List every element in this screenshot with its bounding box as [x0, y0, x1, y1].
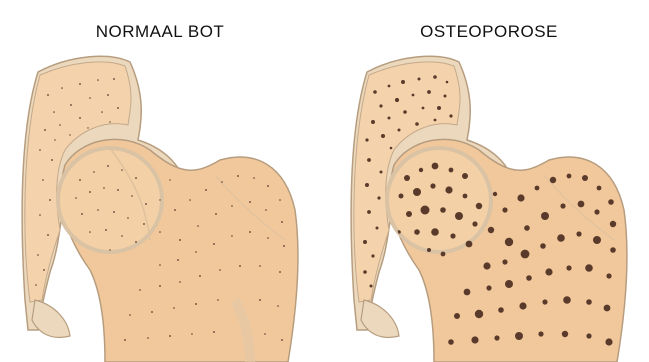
panel-normal-bone: NORMAAL BOT: [10, 0, 310, 362]
normal-hip-bone-illustration: [10, 0, 310, 362]
panel-osteoporosis: OSTEOPOROSE: [339, 0, 639, 362]
osteoporotic-hip-bone-illustration: [339, 0, 639, 362]
